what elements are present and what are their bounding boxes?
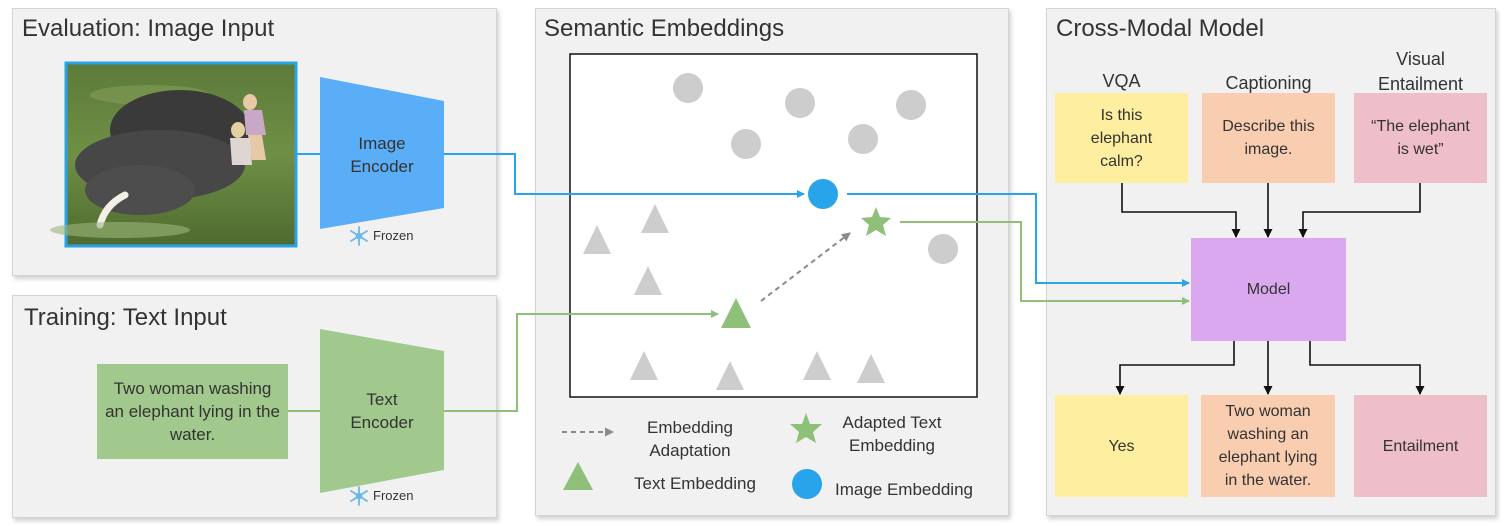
gray-triangle-marker — [634, 266, 662, 295]
task-heading-vqa: VQA — [1102, 71, 1141, 91]
text-encoder-label: Text Encoder — [350, 390, 414, 432]
legend-triangle-icon — [563, 462, 593, 490]
text-encoder-to-embedding-connector — [444, 310, 719, 412]
gray-triangle-marker — [803, 351, 831, 380]
entailment-input-box — [1354, 93, 1487, 183]
gray-circle-marker — [731, 129, 761, 159]
gray-circle-marker — [896, 90, 926, 120]
adapted-text-embedding-point — [861, 207, 891, 236]
gray-triangle-marker — [716, 361, 744, 390]
legend-adapted-text-embedding-label: Adapted Text Embedding — [842, 413, 942, 455]
legend-text-embedding-label: Text Embedding — [634, 474, 756, 493]
image-encoder-label: Image Encoder — [350, 134, 414, 176]
other-text-embeddings — [583, 204, 885, 390]
model-box — [1191, 238, 1346, 341]
image-embedding-point — [808, 179, 838, 209]
entailment-output-text: Entailment — [1382, 437, 1459, 455]
gray-triangle-marker — [641, 204, 669, 233]
gray-triangle-marker — [583, 225, 611, 254]
gray-triangle-marker — [857, 354, 885, 383]
snowflake-icon — [350, 226, 368, 246]
vqa-output-text: Yes — [1108, 437, 1135, 455]
train-panel-title: Training: Text Input — [24, 304, 227, 331]
captioning-output-box — [1201, 395, 1335, 497]
text-embedding-point — [721, 298, 751, 328]
vqa-input-box — [1055, 93, 1188, 183]
legend-circle-icon — [792, 469, 822, 499]
other-image-embeddings — [673, 73, 958, 264]
gray-triangle-marker — [630, 351, 658, 380]
legend-star-icon — [790, 413, 822, 443]
legend-embedding-adaptation-label: Embedding Adaptation — [646, 418, 733, 460]
model-to-entailment-output-arrow — [1309, 341, 1425, 395]
captioning-input-text: Describe this image. — [1222, 118, 1315, 158]
text-encoder-shape — [320, 329, 444, 493]
text-input-box — [97, 364, 288, 459]
image-encoder-to-embedding-connector — [444, 153, 805, 198]
gray-circle-marker — [673, 73, 703, 103]
semantic-panel-title: Semantic Embeddings — [544, 15, 785, 42]
entailment-to-model-arrow — [1298, 183, 1421, 238]
model-to-vqa-output-arrow — [1115, 341, 1235, 395]
elephant-photo — [50, 61, 298, 248]
vqa-input-text: Is this elephant calm? — [1090, 106, 1153, 170]
snowflake-icon — [350, 486, 368, 506]
gray-circle-marker — [785, 88, 815, 118]
captioning-output-text: Two woman washing an elephant lying in t… — [1218, 403, 1318, 489]
entailment-input-text: “The elephant is wet” — [1371, 118, 1470, 158]
image-encoder-shape — [320, 77, 444, 229]
legend-image-embedding-label: Image Embedding — [835, 480, 973, 499]
captioning-input-box — [1202, 93, 1335, 183]
crossmodal-panel-title: Cross-Modal Model — [1056, 15, 1265, 42]
image-encoder-frozen-label: Frozen — [373, 228, 414, 243]
eval-panel-title: Evaluation: Image Input — [22, 15, 275, 42]
vqa-to-model-arrow — [1121, 183, 1241, 238]
model-label: Model — [1246, 281, 1291, 298]
task-heading-captioning: Captioning — [1225, 73, 1312, 93]
gray-circle-marker — [848, 124, 878, 154]
task-heading-visual-entailment: Visual Entailment — [1377, 49, 1464, 94]
gray-circle-marker — [928, 234, 958, 264]
text-input-text: Two woman washing an elephant lying in t… — [105, 379, 280, 444]
embedding-adaptation-arrow — [760, 232, 851, 302]
vqa-output-box — [1055, 395, 1188, 497]
image-embedding-to-model-connector — [847, 193, 1190, 287]
text-encoder-frozen-label: Frozen — [373, 488, 414, 503]
entailment-output-box — [1354, 395, 1487, 497]
adapted-embedding-to-model-connector — [900, 221, 1190, 305]
